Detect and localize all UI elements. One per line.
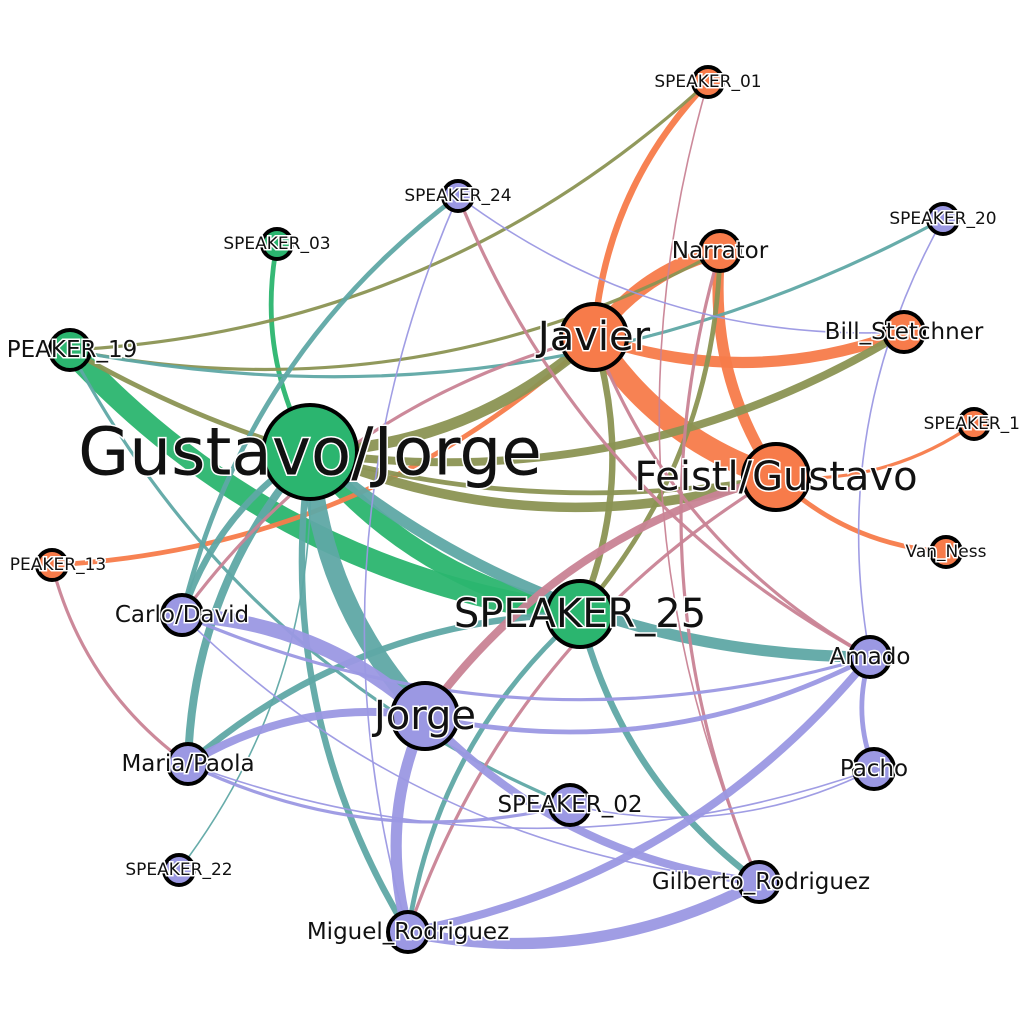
edge-speaker_01-gilberto_rodriguez [658, 81, 760, 883]
node-narrator[interactable] [698, 229, 742, 273]
edge-jorge-carlo_david [174, 607, 433, 724]
node-maria_paola[interactable] [166, 742, 210, 786]
node-label-pacho: Pacho [840, 756, 908, 782]
node-label-gilberto_rodriguez: Gilberto_Rodriguez [652, 869, 870, 895]
node-label-speaker_01: SPEAKER_01 [654, 72, 761, 92]
edge-speaker_25-gilberto_rodriguez [576, 610, 763, 886]
node-speaker_01[interactable] [691, 65, 725, 99]
node-label-speaker_19: PEAKER_19 [7, 337, 138, 363]
edge-carlo_david-amado [180, 613, 872, 702]
edge-speaker_02-pacho [569, 768, 875, 819]
node-pacho[interactable] [852, 747, 896, 791]
node-label-speaker_24: SPEAKER_24 [404, 186, 511, 206]
node-label-gustavo_jorge: Gustavo/Jorge [78, 414, 542, 491]
edge-speaker_22-gustavo_jorge [178, 451, 312, 871]
edge-gustavo_jorge-bill_stetchner [306, 328, 908, 467]
edge-javier-amado [592, 335, 872, 659]
node-label-van_ness: Van_Ness [906, 542, 987, 562]
edge-javier-bill_stetchner [588, 326, 910, 368]
node-bill_stetchner[interactable] [882, 310, 926, 354]
node-label-bill_stetchner: Bill_Stetchner [825, 319, 984, 345]
node-label-speaker_03: SPEAKER_03 [223, 234, 330, 254]
edge-jorge-gilberto_rodriguez [421, 712, 763, 886]
edge-speaker_24-miguel_rodriguez [363, 195, 459, 933]
edge-javier-carlo_david [180, 335, 596, 617]
node-gilberto_rodriguez[interactable] [737, 860, 781, 904]
node-label-speaker_02: SPEAKER_02 [497, 792, 642, 818]
node-speaker_22[interactable] [162, 853, 196, 887]
edge-speaker_19-speaker_20 [68, 217, 945, 379]
edge-speaker_24-amado [456, 194, 872, 659]
edge-miguel_rodriguez-amado [404, 653, 874, 936]
node-layer [35, 65, 991, 954]
node-speaker_20[interactable] [926, 202, 960, 236]
node-speaker_1[interactable] [957, 407, 991, 441]
node-speaker_03[interactable] [260, 227, 294, 261]
node-label-speaker_25: SPEAKER_25 [454, 591, 706, 637]
node-label-feistl_gustavo: Feistl/Gustavo [634, 454, 917, 500]
edge-miguel_rodriguez-gilberto_rodriguez [402, 876, 765, 950]
edge-feistl_gustavo-jorge [421, 473, 780, 720]
node-van_ness[interactable] [929, 535, 963, 569]
node-label-miguel_rodriguez: Miguel_Rodriguez [307, 919, 509, 945]
node-label-speaker_22: SPEAKER_22 [125, 860, 232, 880]
edge-speaker_24-bill_stetchner [457, 195, 905, 334]
node-label-carlo_david: Carlo/David [115, 602, 249, 628]
edge-speaker_19-feistl_gustavo [67, 347, 779, 496]
node-label-speaker_20: SPEAKER_20 [889, 209, 996, 229]
node-speaker_25[interactable] [545, 579, 615, 649]
node-feistl_gustavo[interactable] [741, 442, 811, 512]
edge-speaker_19-speaker_01 [68, 80, 710, 352]
node-label-javier: Javier [535, 314, 651, 360]
edge-speaker_13-maria_paola [50, 563, 190, 766]
edge-speaker_25-javier [576, 333, 616, 618]
node-speaker_24[interactable] [441, 179, 475, 213]
node-label-jorge: Jorge [371, 693, 476, 739]
node-label-maria_paola: Maria/Paola [121, 751, 254, 777]
node-jorge[interactable] [390, 681, 460, 751]
node-speaker_02[interactable] [548, 783, 592, 827]
edge-maria_paola-pacho [187, 763, 875, 830]
edge-jorge-amado [422, 654, 873, 735]
node-carlo_david[interactable] [160, 593, 204, 637]
node-label-narrator: Narrator [672, 238, 769, 264]
node-speaker_19[interactable] [48, 328, 92, 372]
edge-speaker_01-javier [590, 78, 712, 341]
edge-speaker_20-amado [857, 218, 944, 658]
node-javier[interactable] [559, 302, 629, 372]
node-label-amado: Amado [830, 644, 911, 670]
edge-maria_paola-speaker_02 [186, 762, 572, 824]
node-speaker_13[interactable] [35, 548, 69, 582]
node-amado[interactable] [848, 635, 892, 679]
node-gustavo_jorge[interactable] [261, 403, 359, 501]
label-layer: Gustavo/JorgeSPEAKER_25PEAKER_19SPEAKER_… [5, 71, 1021, 947]
node-label-speaker_13: PEAKER_13 [10, 555, 106, 575]
node-miguel_rodriguez[interactable] [386, 910, 430, 954]
edge-speaker_25-maria_paola [184, 610, 584, 768]
node-label-speaker_1: SPEAKER_1 [924, 414, 1020, 434]
edge-carlo_david-gilberto_rodriguez [181, 614, 760, 883]
edge-gustavo_jorge-miguel_rodriguez [298, 448, 412, 936]
